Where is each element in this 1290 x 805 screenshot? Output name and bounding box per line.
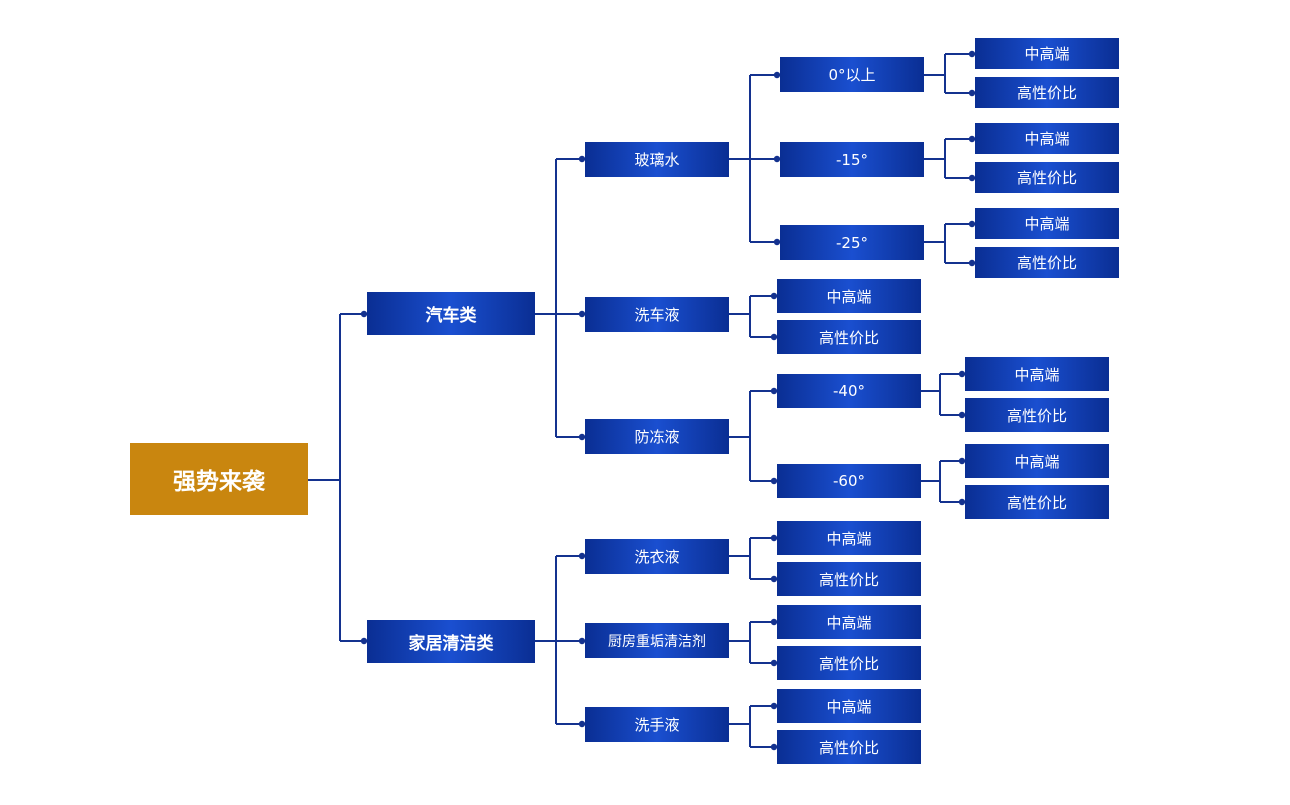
connector-dot <box>360 310 368 318</box>
connector-dot <box>578 310 586 318</box>
connector-dot <box>968 50 976 58</box>
car-wash-premium: 中高端 <box>777 279 921 313</box>
handwash-premium: 中高端 <box>777 689 921 723</box>
laundry-premium: 中高端 <box>777 521 921 555</box>
connector-dot <box>958 457 966 465</box>
connector-dot <box>770 333 778 341</box>
connector-dot <box>968 135 976 143</box>
glass-0-value: 高性价比 <box>975 77 1119 108</box>
connector-dot <box>578 433 586 441</box>
connector-dot <box>578 720 586 728</box>
category-home-cleaning: 家居清洁类 <box>367 620 535 663</box>
connector-dot <box>578 552 586 560</box>
connector-dot <box>770 702 778 710</box>
connector-dot <box>773 238 781 246</box>
connector-dot <box>958 498 966 506</box>
car-wash-value: 高性价比 <box>777 320 921 354</box>
connector-dot <box>968 174 976 182</box>
root-node: 强势来袭 <box>130 443 308 515</box>
glass-temp-minus15: -15° <box>780 142 924 177</box>
antifreeze-temp-minus40: -40° <box>777 374 921 408</box>
antifreeze-60-premium: 中高端 <box>965 444 1109 478</box>
category-car: 汽车类 <box>367 292 535 335</box>
connector-dot <box>578 155 586 163</box>
connector-dot <box>360 637 368 645</box>
connector-dot <box>968 259 976 267</box>
connector-dot <box>773 155 781 163</box>
connector-dot <box>770 618 778 626</box>
connector-dot <box>578 637 586 645</box>
product-kitchen-cleaner: 厨房重垢清洁剂 <box>585 623 729 658</box>
glass-25-value: 高性价比 <box>975 247 1119 278</box>
connector-dot <box>770 575 778 583</box>
antifreeze-40-premium: 中高端 <box>965 357 1109 391</box>
product-antifreeze: 防冻液 <box>585 419 729 454</box>
glass-temp-minus25: -25° <box>780 225 924 260</box>
laundry-value: 高性价比 <box>777 562 921 596</box>
antifreeze-temp-minus60: -60° <box>777 464 921 498</box>
glass-15-premium: 中高端 <box>975 123 1119 154</box>
connector-dot <box>968 220 976 228</box>
glass-temp-0: 0°以上 <box>780 57 924 92</box>
connector-dot <box>770 743 778 751</box>
connector-dot <box>958 411 966 419</box>
glass-25-premium: 中高端 <box>975 208 1119 239</box>
kitchen-value: 高性价比 <box>777 646 921 680</box>
connector-dot <box>770 477 778 485</box>
antifreeze-40-value: 高性价比 <box>965 398 1109 432</box>
connector-dot <box>968 89 976 97</box>
connector-dot <box>770 292 778 300</box>
connector-dot <box>770 387 778 395</box>
connector-dot <box>958 370 966 378</box>
kitchen-premium: 中高端 <box>777 605 921 639</box>
product-glass-water: 玻璃水 <box>585 142 729 177</box>
connector-dot <box>770 534 778 542</box>
handwash-value: 高性价比 <box>777 730 921 764</box>
product-handwash: 洗手液 <box>585 707 729 742</box>
connector-dot <box>773 71 781 79</box>
glass-0-premium: 中高端 <box>975 38 1119 69</box>
glass-15-value: 高性价比 <box>975 162 1119 193</box>
product-laundry: 洗衣液 <box>585 539 729 574</box>
connector-dot <box>770 659 778 667</box>
product-car-wash: 洗车液 <box>585 297 729 332</box>
antifreeze-60-value: 高性价比 <box>965 485 1109 519</box>
